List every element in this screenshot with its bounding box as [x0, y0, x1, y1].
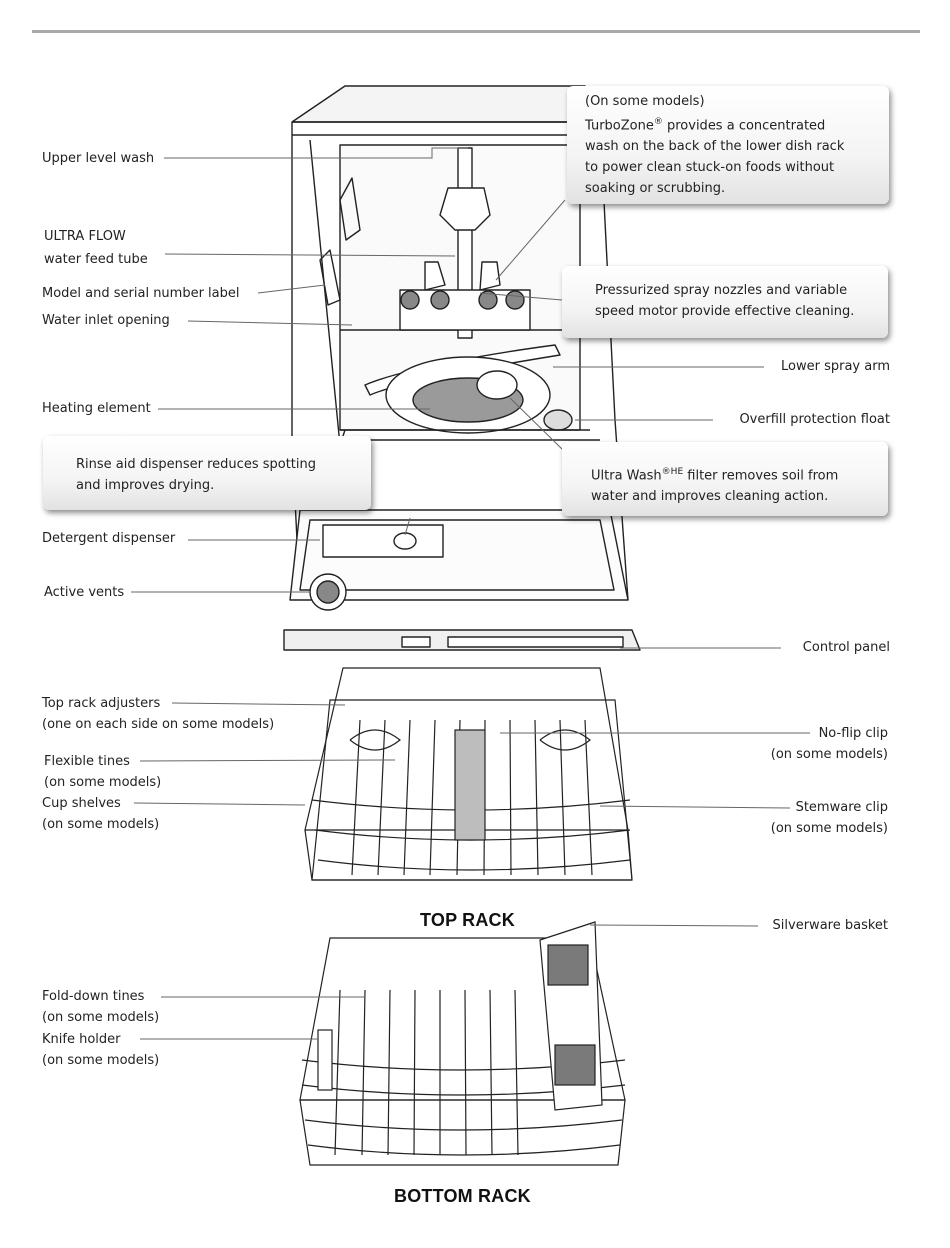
callout-turbozone-line3: wash on the back of the lower dish rack: [585, 139, 845, 155]
label-heating-element: Heating element: [42, 401, 151, 416]
top-rack-title: TOP RACK: [420, 910, 515, 930]
label-cup-shelves: Cup shelves (on some models): [42, 793, 159, 835]
top-rack-drawing: [304, 667, 633, 881]
label-control-panel: Control panel: [802, 640, 890, 655]
callout-rinse-aid: Rinse aid dispenser reduces spotting and…: [43, 436, 371, 510]
callout-turbozone-line1: (On some models): [585, 94, 705, 109]
leader-lines: [131, 147, 810, 1040]
callout-rinse-aid-line2: and improves drying.: [76, 478, 215, 493]
label-flexible-tines: Flexible tines (on some models): [44, 751, 161, 793]
callout-rinse-aid-line1: Rinse aid dispenser reduces spotting: [76, 457, 316, 472]
callout-turbozone-line5: soaking or scrubbing.: [585, 181, 726, 197]
label-top-rack-adjusters-line1: Top rack adjusters: [42, 696, 161, 711]
label-knife-holder-line2: (on some models): [42, 1053, 160, 1068]
label-fold-down-tines: Fold-down tines (on some models): [42, 986, 159, 1028]
label-upper-level-wash: Upper level wash: [42, 151, 155, 166]
label-flexible-tines-line1: Flexible tines: [44, 754, 130, 769]
callout-turbozone-line4: to power clean stuck-on foods without: [585, 160, 835, 176]
callout-turbozone-line2: TurboZone® provides a concentrated: [585, 112, 875, 136]
label-cup-shelves-line2: (on some models): [42, 817, 160, 832]
label-stemware-clip-line2: (on some models): [770, 821, 888, 836]
label-overfill-float: Overfill protection float: [739, 412, 890, 427]
label-fold-down-tines-line2: (on some models): [42, 1010, 160, 1025]
callout-spray-nozzles: Pressurized spray nozzles and variable s…: [562, 266, 888, 338]
label-ultra-flow: ULTRA FLOW water feed tube: [44, 226, 148, 270]
top-divider-rule: [32, 30, 920, 33]
callout-ultra-wash-line1: Ultra Wash®HE filter removes soil from: [591, 462, 878, 486]
label-top-rack-adjusters: Top rack adjusters (one on each side on …: [42, 693, 274, 735]
label-no-flip-clip-line1: No-flip clip: [818, 726, 888, 741]
label-ultra-flow-line1: ULTRA FLOW: [44, 229, 126, 244]
label-lower-spray-arm: Lower spray arm: [781, 359, 890, 374]
label-stemware-clip-line1: Stemware clip: [795, 800, 888, 815]
label-no-flip-clip: No-flip clip (on some models): [771, 723, 888, 765]
callout-ultra-wash-line2: water and improves cleaning action.: [591, 489, 829, 505]
callout-turbozone: (On some models) TurboZone® provides a c…: [567, 86, 889, 204]
label-fold-down-tines-line1: Fold-down tines: [42, 989, 145, 1004]
label-knife-holder: Knife holder (on some models): [42, 1029, 159, 1071]
callout-spray-nozzles-line2: speed motor provide effective cleaning.: [595, 304, 855, 319]
callout-turbozone-registered-mark: ®: [653, 117, 663, 127]
callout-ultra-wash: Ultra Wash®HE filter removes soil from w…: [562, 442, 888, 516]
label-active-vents: Active vents: [44, 585, 125, 600]
bottom-rack-drawing: [299, 921, 626, 1166]
callout-ultra-wash-line1-prefix: Ultra Wash: [591, 468, 662, 484]
label-ultra-flow-line2: water feed tube: [44, 252, 148, 267]
label-silverware-basket: Silverware basket: [772, 918, 888, 933]
callout-ultra-wash-line1-suffix: filter removes soil from: [683, 468, 839, 484]
label-model-serial: Model and serial number label: [42, 286, 240, 301]
label-stemware-clip: Stemware clip (on some models): [771, 797, 888, 839]
label-flexible-tines-line2: (on some models): [44, 775, 162, 790]
label-top-rack-adjusters-line2: (one on each side on some models): [42, 717, 275, 732]
label-water-inlet: Water inlet opening: [42, 313, 170, 328]
label-cup-shelves-line1: Cup shelves: [42, 796, 121, 811]
bottom-rack-title: BOTTOM RACK: [394, 1186, 531, 1206]
callout-ultra-wash-trademark: ®HE: [661, 467, 684, 477]
label-no-flip-clip-line2: (on some models): [770, 747, 888, 762]
label-detergent-dispenser: Detergent dispenser: [42, 531, 176, 546]
label-knife-holder-line1: Knife holder: [42, 1032, 121, 1047]
callout-spray-nozzles-line1: Pressurized spray nozzles and variable: [595, 283, 848, 298]
callout-turbozone-line2-prefix: TurboZone: [585, 118, 654, 134]
callout-turbozone-line2-suffix: provides a concentrated: [662, 118, 826, 134]
